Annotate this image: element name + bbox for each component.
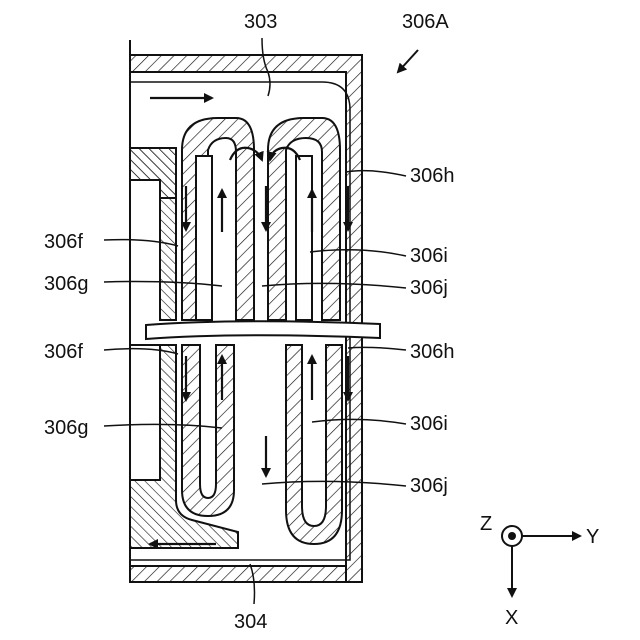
label-right-1: 306h xyxy=(410,165,455,187)
figure-id-arrow xyxy=(398,50,418,72)
label-right-4: 306h xyxy=(410,341,455,363)
axis-label-z: Z xyxy=(480,513,492,535)
axis-label-y: Y xyxy=(586,526,599,548)
label-304: 304 xyxy=(234,611,267,633)
coordinate-axes: Z Y X xyxy=(480,513,599,629)
label-right-2: 306i xyxy=(410,245,448,267)
label-303: 303 xyxy=(244,11,277,33)
label-left-2: 306g xyxy=(44,273,89,295)
left-block-top xyxy=(130,148,176,320)
label-right-6: 306j xyxy=(410,475,448,497)
label-right-3: 306j xyxy=(410,277,448,299)
label-left-3: 306f xyxy=(44,341,83,363)
label-left-4: 306g xyxy=(44,417,89,439)
label-right-5: 306i xyxy=(410,413,448,435)
label-306A: 306A xyxy=(402,11,449,33)
left-u-tube xyxy=(182,118,254,516)
axis-label-x: X xyxy=(505,607,518,629)
label-left-1: 306f xyxy=(44,231,83,253)
break-lines xyxy=(146,321,380,339)
